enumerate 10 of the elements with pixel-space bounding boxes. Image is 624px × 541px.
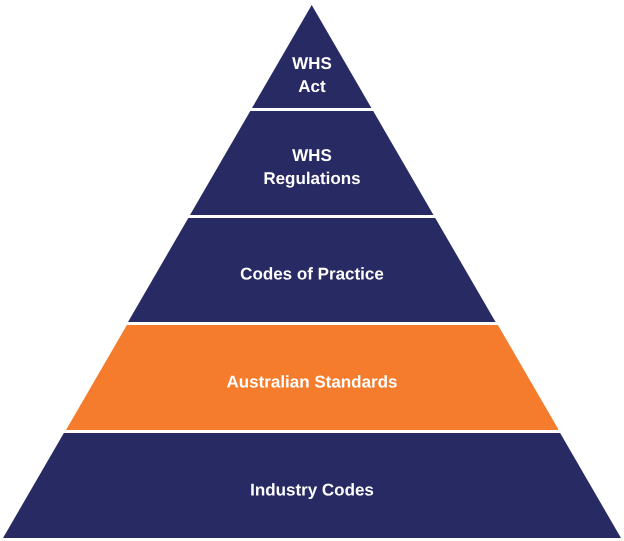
tier-label: Codes of Practice bbox=[239, 264, 385, 286]
tier-label: WHS Regulations bbox=[262, 145, 362, 190]
pyramid-tier bbox=[66, 325, 558, 430]
pyramid-tier bbox=[3, 433, 621, 538]
tier-label: WHS Act bbox=[291, 53, 333, 98]
pyramid-tier bbox=[190, 111, 434, 215]
tier-label: Industry Codes bbox=[249, 479, 375, 501]
pyramid-tier bbox=[128, 218, 496, 322]
pyramid-tier bbox=[252, 5, 372, 108]
tier-label: Australian Standards bbox=[225, 371, 398, 393]
